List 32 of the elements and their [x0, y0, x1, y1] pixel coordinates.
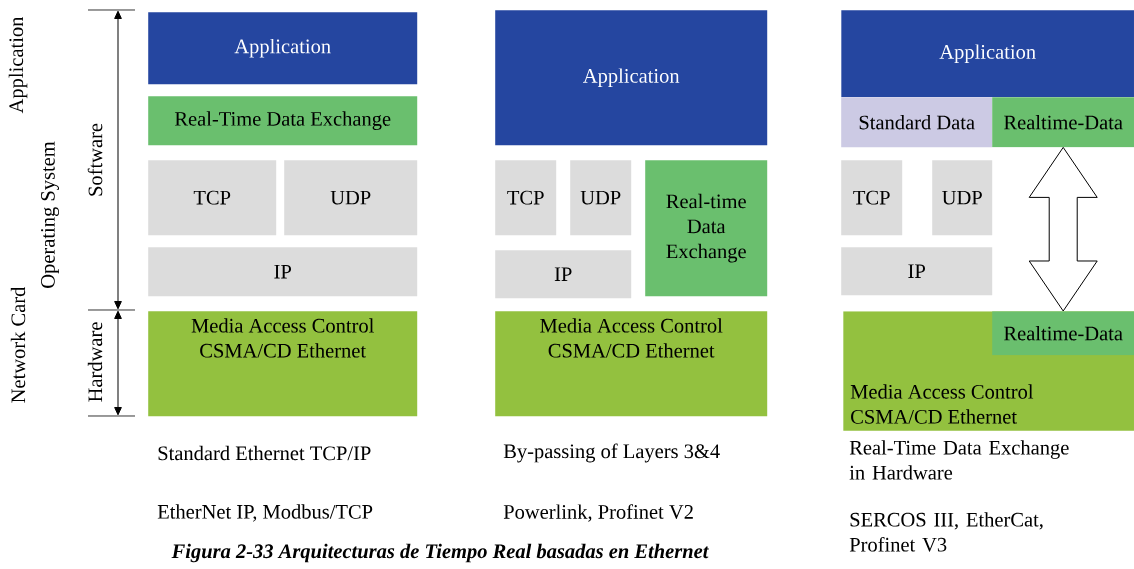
layer-box: IP: [148, 247, 418, 297]
layer-box: Application: [495, 10, 768, 146]
double-arrow: [1028, 146, 1098, 312]
side-label: Application: [8, 16, 28, 114]
layer-box: Application: [841, 10, 1134, 98]
layer-box: UDP: [932, 160, 993, 236]
description-text: Standard Ethernet TCP/IP: [158, 445, 371, 461]
layer-box: Real-Time Data Exchange: [148, 96, 418, 146]
side-label: Hardware: [87, 322, 103, 402]
layer-box: Application: [148, 12, 418, 85]
layer-box: Standard Data: [841, 97, 993, 148]
description-text: SERCOS III, EtherCat, Profinet V3: [849, 512, 1043, 552]
layer-box: Real-time Data Exchange: [645, 160, 768, 297]
layer-box: TCP: [841, 160, 903, 236]
description-text: EtherNet IP, Modbus/TCP: [157, 504, 373, 522]
layer-box: Media Access Control CSMA/CD Ethernet: [148, 311, 418, 417]
layer-box: IP: [841, 247, 993, 296]
side-label: Software: [87, 123, 103, 196]
description-text: Powerlink, Profinet V2: [503, 504, 693, 522]
layer-box: Media Access Control CSMA/CD Ethernet: [495, 311, 768, 417]
layer-box: UDP: [284, 160, 418, 236]
description-text: By-passing of Layers 3&4: [503, 443, 720, 463]
side-label: Operating System: [41, 141, 59, 288]
layer-box: UDP: [570, 160, 632, 236]
layer-box: Realtime-Data: [992, 311, 1134, 356]
figure-caption: Figura 2-33 Arquitecturas de Tiempo Real basadas en Ethernet: [171, 543, 709, 563]
layer-box: IP: [495, 250, 632, 299]
layer-box: TCP: [148, 160, 277, 236]
side-label: Network Card: [10, 286, 26, 403]
description-text: Real-Time Data Exchange in Hardware: [849, 440, 1069, 480]
layer-box: Realtime-Data: [992, 97, 1134, 148]
layer-box: TCP: [495, 160, 557, 236]
